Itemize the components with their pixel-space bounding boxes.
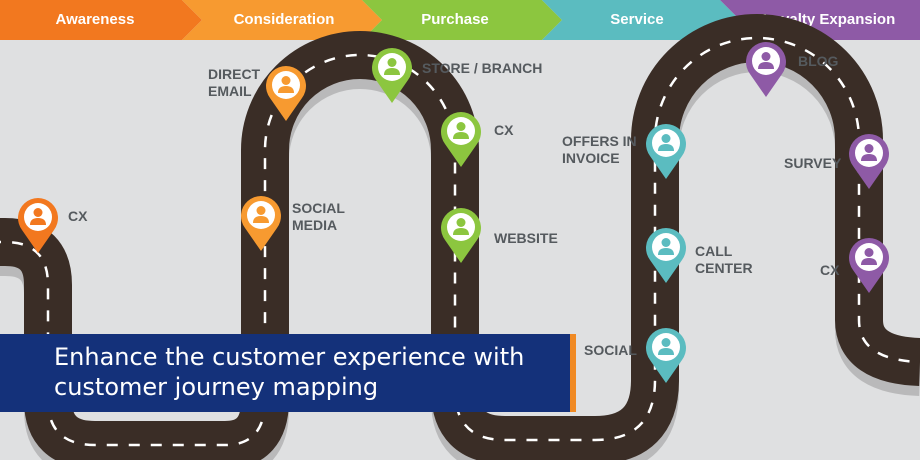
touchpoint-label-social: SOCIAL xyxy=(584,342,637,358)
stage-label-consideration: Consideration xyxy=(233,11,335,28)
map-pin-cx-loyalty xyxy=(849,238,889,293)
headline-line-2: customer journey mapping xyxy=(54,373,379,401)
map-pin-social-media xyxy=(241,196,281,251)
touchpoint-label-cx-awareness: CX xyxy=(68,208,88,224)
touchpoint-label-website: WEBSITE xyxy=(494,230,558,246)
headline-banner xyxy=(0,334,570,412)
person-icon xyxy=(253,206,269,223)
banner-accent-stripe xyxy=(570,334,576,412)
touchpoint-label-cx-purchase: CX xyxy=(494,122,514,138)
stage-arrow-awareness xyxy=(0,0,202,40)
person-icon xyxy=(758,52,774,69)
map-pin-survey xyxy=(849,134,889,189)
map-pin-call-center xyxy=(646,228,686,283)
person-icon xyxy=(278,76,294,93)
stage-label-service: Service xyxy=(610,11,664,28)
headline-line-1: Enhance the customer experience with xyxy=(54,343,525,371)
stage-label-awareness: Awareness xyxy=(55,11,135,28)
person-icon xyxy=(658,238,674,255)
person-icon xyxy=(30,208,46,225)
person-icon xyxy=(861,144,877,161)
person-icon xyxy=(658,134,674,151)
map-pin-website xyxy=(441,208,481,263)
person-icon xyxy=(861,248,877,265)
touchpoint-label-direct-email: DIRECT EMAIL xyxy=(208,66,261,99)
map-pin-store-branch xyxy=(372,47,412,103)
touchpoint-label-blog: BLOG xyxy=(798,53,839,69)
road-lane-marking xyxy=(0,36,920,447)
person-icon xyxy=(384,58,400,75)
person-icon xyxy=(658,338,674,355)
stage-arrow-consideration xyxy=(182,0,382,40)
touchpoint-label-offers-in-invoice: OFFERS IN INVOICE xyxy=(562,133,637,166)
headline-text: Enhance the customer experience with cus… xyxy=(54,342,564,402)
touchpoint-label-store-branch: STORE / BRANCH xyxy=(422,60,543,76)
journey-stage-bar xyxy=(0,0,920,40)
touchpoint-label-cx-loyalty: CX xyxy=(820,262,840,278)
map-pin-cx-awareness xyxy=(17,198,59,253)
touchpoint-label-social-media: SOCIAL MEDIA xyxy=(292,200,345,233)
stage-label-purchase: Purchase xyxy=(421,11,489,28)
map-pin-blog xyxy=(746,41,786,97)
person-icon xyxy=(453,122,469,139)
map-pin-cx-purchase xyxy=(441,112,481,167)
map-pin-offers-in-invoice xyxy=(646,124,686,179)
map-pin-direct-email xyxy=(266,66,306,121)
touchpoint-label-survey: SURVEY xyxy=(784,155,842,171)
person-icon xyxy=(453,218,469,235)
map-pin-social xyxy=(646,328,686,383)
stage-arrow-service xyxy=(542,0,740,40)
touchpoint-label-call-center: CALL CENTER xyxy=(695,243,753,276)
stage-arrow-purchase xyxy=(362,0,562,40)
